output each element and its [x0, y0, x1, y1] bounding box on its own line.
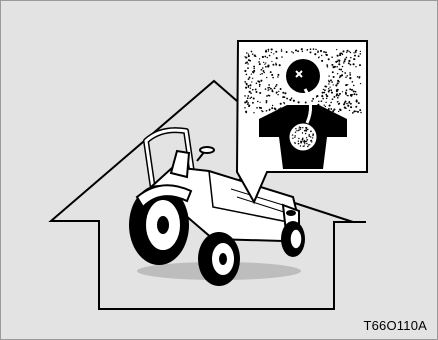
toxic-fumes-warning-icon — [237, 41, 367, 202]
figure-code: T66O110A — [363, 318, 427, 333]
